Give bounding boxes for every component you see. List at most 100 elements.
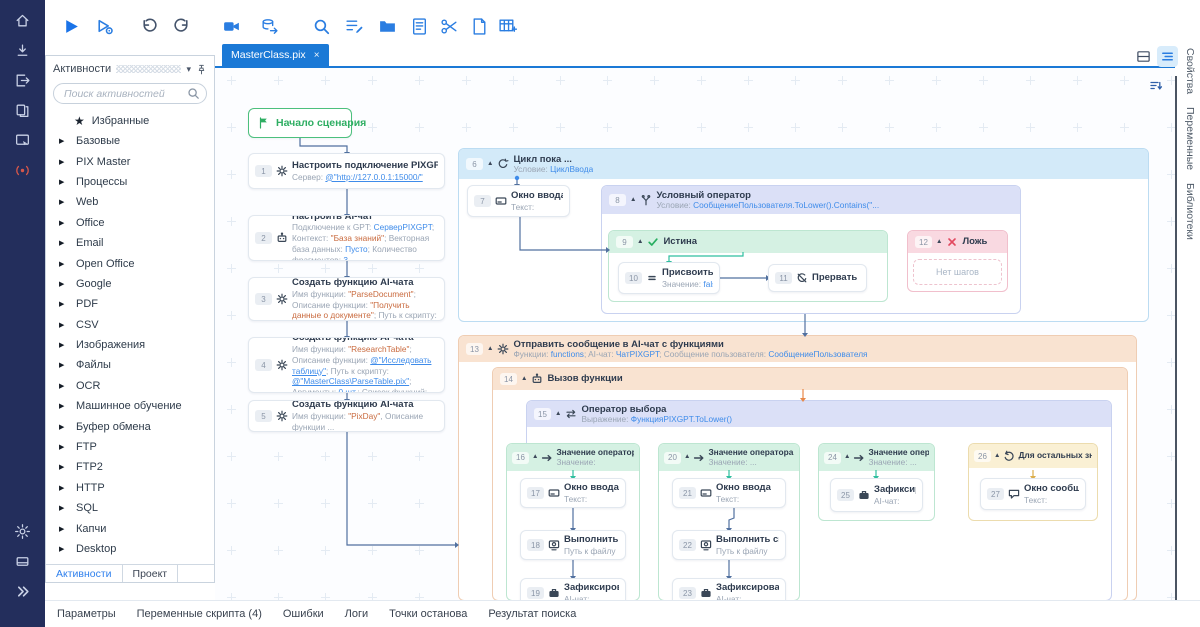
sidebar-item-капчи[interactable]: ▶Капчи (46, 518, 214, 538)
sidebar-item-google[interactable]: ▶Google (46, 274, 214, 294)
folder-icon[interactable] (378, 17, 397, 36)
node-header[interactable]: 20▲Значение оператора выбораЗначение: ..… (659, 444, 799, 471)
execute-script-icon[interactable] (548, 539, 560, 551)
expand-arrow-icon[interactable]: ▶ (59, 219, 65, 227)
collapse-icon[interactable]: ▲ (637, 237, 644, 245)
gear-icon[interactable] (276, 293, 288, 305)
sidebar-item-favorites[interactable]: ★ Избранные (46, 110, 214, 131)
gear-icon[interactable] (497, 343, 509, 355)
expand-arrow-icon[interactable]: ▶ (59, 342, 65, 350)
tab-masterclass-pix[interactable]: MasterClass.pix × (222, 44, 329, 66)
expand-arrow-icon[interactable]: ▶ (59, 382, 65, 390)
arrow-right-icon[interactable] (853, 452, 865, 464)
sidebar-item-изображения[interactable]: ▶Изображения (46, 335, 214, 355)
collapse-icon[interactable]: ▲ (555, 409, 562, 417)
list-edit-icon[interactable] (345, 17, 364, 36)
select-window-icon[interactable] (14, 132, 31, 149)
panel-icon[interactable] (14, 553, 31, 570)
message-window-icon[interactable] (1008, 488, 1020, 500)
expand-arrow-icon[interactable]: ▶ (59, 301, 65, 309)
statusbar-item[interactable]: Переменные скрипта (4) (136, 608, 262, 620)
flag-icon[interactable] (258, 117, 270, 129)
panel-tab-активности[interactable]: Активности (46, 565, 123, 582)
collapse-icon[interactable]: ▲ (630, 195, 637, 203)
statusbar-item[interactable]: Ошибки (282, 608, 324, 620)
expand-arrow-icon[interactable]: ▶ (59, 525, 65, 533)
file-icon[interactable] (470, 17, 489, 36)
database-export-icon[interactable] (260, 17, 279, 36)
switch-icon[interactable] (565, 408, 577, 420)
flow-node-16[interactable]: 16▲Значение оператор…Значение: (506, 443, 640, 600)
collapse-icon[interactable]: ▲ (487, 344, 494, 352)
node-header[interactable]: 9▲Истина (609, 231, 887, 253)
sidebar-item-pdf[interactable]: ▶PDF (46, 294, 214, 314)
redo-icon[interactable] (172, 17, 191, 36)
collapse-icon[interactable]: ▲ (844, 453, 851, 461)
sidebar-item-машинное-обучение[interactable]: ▶Машинное обучение (46, 396, 214, 416)
settings-icon[interactable] (14, 523, 31, 540)
arrow-right-icon[interactable] (693, 452, 705, 464)
expand-arrow-icon[interactable]: ▶ (59, 260, 65, 268)
node-header[interactable]: 6▲Цикл пока ...Условие: ЦиклВвода (459, 149, 1148, 179)
pin-icon[interactable] (196, 64, 207, 75)
collapse-icon[interactable]: ▲ (684, 453, 691, 461)
cross-icon[interactable] (946, 236, 958, 248)
sidebar-item-ftp[interactable]: ▶FTP (46, 437, 214, 457)
workflow-canvas[interactable]: 6▲Цикл пока ...Условие: ЦиклВвода 8▲Услов… (215, 68, 1175, 600)
right-tab-библиотеки[interactable]: Библиотеки (1184, 183, 1196, 241)
statusbar-item[interactable]: Параметры (57, 608, 116, 620)
table-add-icon[interactable] (498, 17, 517, 36)
expand-arrow-icon[interactable]: ▶ (59, 423, 65, 431)
input-window-icon[interactable] (548, 487, 560, 499)
robot-icon[interactable] (531, 373, 543, 385)
sidebar-item-open-office[interactable]: ▶Open Office (46, 253, 214, 273)
play-icon[interactable] (62, 17, 81, 36)
sidebar-item-ftp2[interactable]: ▶FTP2 (46, 457, 214, 477)
flow-node-start[interactable]: Начало сценария (248, 108, 366, 138)
expand-arrow-icon[interactable]: ▶ (59, 138, 65, 146)
statusbar-item[interactable]: Логи (344, 608, 369, 620)
collapse-icon[interactable]: ▲ (936, 237, 943, 245)
expand-arrow-icon[interactable]: ▶ (59, 464, 65, 472)
sidebar-item-pix-master[interactable]: ▶PIX Master (46, 151, 214, 171)
sidebar-item-процессы[interactable]: ▶Процессы (46, 172, 214, 192)
record-value-icon[interactable] (700, 587, 712, 599)
flow-node-19[interactable]: 19Зафиксироват…AI-чат: (520, 578, 626, 600)
copy-icon[interactable] (14, 102, 31, 119)
flow-node-25[interactable]: 25Зафиксироват…AI-чат: (830, 478, 923, 512)
sidebar-item-web[interactable]: ▶Web (46, 192, 214, 212)
expand-arrow-icon[interactable]: ▶ (59, 362, 65, 370)
sort-icon[interactable] (1149, 79, 1163, 93)
collapse-icon[interactable]: ▲ (532, 453, 539, 461)
branch-icon[interactable] (640, 194, 652, 206)
sidebar-item-csv[interactable]: ▶CSV (46, 315, 214, 335)
scissors-icon[interactable] (440, 17, 459, 36)
check-icon[interactable] (647, 236, 659, 248)
flow-node-23[interactable]: 23Зафиксироват…AI-чат: (672, 578, 786, 600)
expand-arrow-icon[interactable]: ▶ (59, 403, 65, 411)
search-input[interactable] (53, 83, 207, 104)
node-header[interactable]: 16▲Значение оператор…Значение: (507, 444, 639, 471)
chevron-down-icon[interactable]: ▾ (186, 63, 191, 74)
close-icon[interactable]: × (313, 49, 320, 61)
collapse-icon[interactable] (14, 583, 31, 600)
node-header[interactable]: 13▲Отправить сообщение в AI-чат с функци… (459, 336, 1136, 362)
list-view-button[interactable] (1157, 46, 1178, 67)
document-icon[interactable] (410, 17, 429, 36)
statusbar-item[interactable]: Точки останова (389, 608, 468, 620)
download-icon[interactable] (14, 42, 31, 59)
node-header[interactable]: 26▲Для остальных зна… (969, 444, 1097, 468)
input-window-icon[interactable] (700, 487, 712, 499)
